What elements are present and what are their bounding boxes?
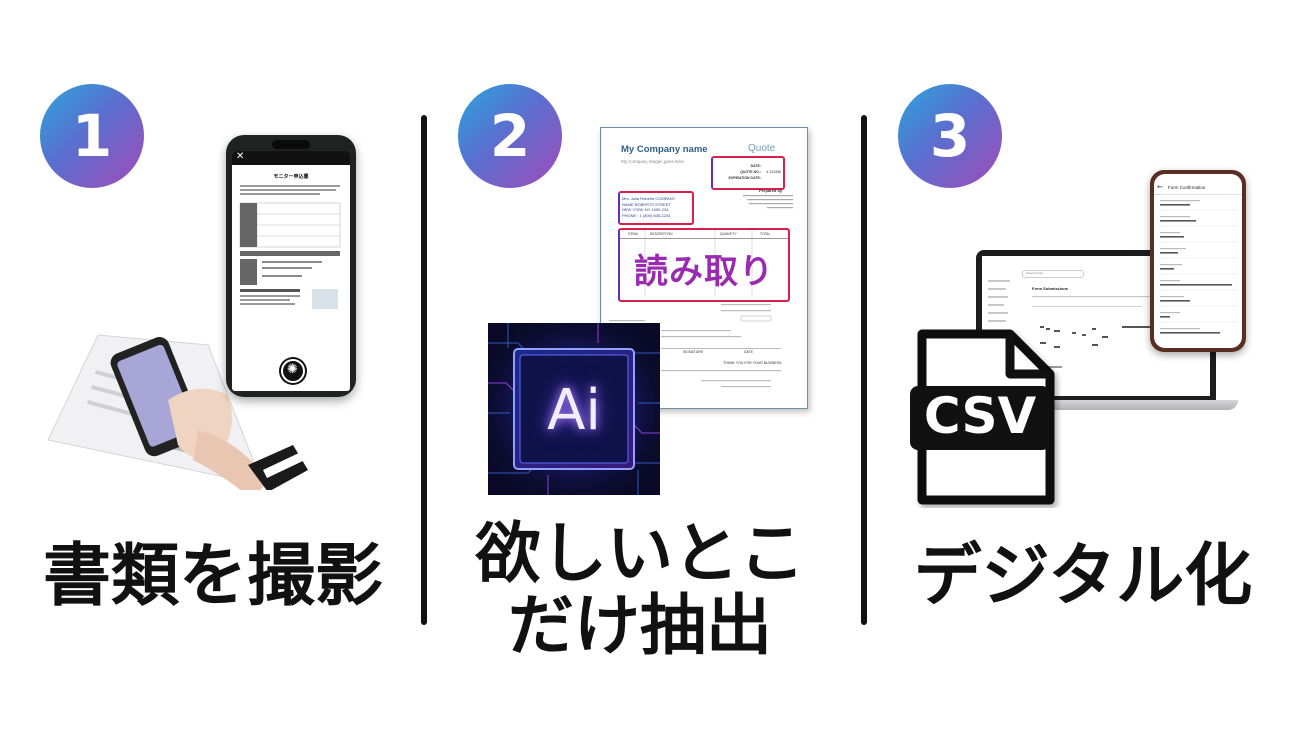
phone-notch xyxy=(272,140,310,149)
client-line-3: NEW YORK NY 1000-234 xyxy=(622,207,669,212)
client-line-4: PHONE : 1 (800) 606-1234 xyxy=(622,212,671,218)
laptop-search-input[interactable]: Search Apps xyxy=(1022,270,1084,278)
quote-footer-lines xyxy=(609,304,781,388)
step-1-caption: 書類を撮影 xyxy=(42,537,383,616)
document-body xyxy=(239,185,341,309)
expiration-label: EXPIRATION DATE: xyxy=(728,176,761,180)
step-3-caption: デジタル化 xyxy=(913,537,1253,616)
smartphone: ✕ モニター申込書 ✺ xyxy=(226,135,356,397)
mobile-form-fields xyxy=(1158,200,1238,334)
items-highlight-box: ITEM# DESCRIPTION QUANTITY TOTAL 読み取り xyxy=(618,228,790,302)
col-description: DESCRIPTION xyxy=(650,232,673,236)
col-quantity: QUANTITY xyxy=(720,232,737,236)
step-3-number: 3 xyxy=(929,102,971,170)
phone-screen: ✕ モニター申込書 ✺ xyxy=(232,151,350,391)
hand-with-phone-illustration xyxy=(48,334,308,490)
divider-left xyxy=(421,115,427,625)
csv-label: CSV xyxy=(923,387,1037,445)
camera-topbar: ✕ xyxy=(232,151,350,165)
close-icon[interactable]: ✕ xyxy=(236,151,245,162)
csv-file-icon: CSV xyxy=(906,328,1062,508)
step-2-number: 2 xyxy=(489,102,531,170)
client-line-2: NAME ROBERTS STREET xyxy=(622,201,671,207)
read-stamp-label: 読み取り xyxy=(634,252,774,292)
date-highlight-box: DATE: QUOTE NO.: # 123456 EXPIRATION DAT… xyxy=(711,156,785,190)
ai-chip-image: Ai xyxy=(488,323,660,495)
step-1-badge: 1 xyxy=(40,84,144,188)
date-label: DATE: xyxy=(750,164,761,168)
divider-right xyxy=(861,115,867,625)
ai-chip-label: Ai xyxy=(547,378,601,443)
step-2-badge: 2 xyxy=(458,84,562,188)
signature-label: SIGNATURE xyxy=(683,350,704,354)
prepared-by-label: Prepared by xyxy=(759,188,783,193)
mobile-header: ← Form Confirmation xyxy=(1154,182,1242,195)
photo-illustration: ✕ モニター申込書 ✺ xyxy=(48,130,378,490)
items-table-header: ITEM# DESCRIPTION QUANTITY TOTAL xyxy=(620,230,788,239)
aperture-icon: ✺ xyxy=(287,362,298,377)
quote-heading: Quote xyxy=(748,143,776,154)
laptop-base xyxy=(958,400,1238,410)
quote-no-value: # 123456 xyxy=(766,170,781,174)
step-1-number: 1 xyxy=(71,102,113,170)
client-highlight-box: Mrs. Julia Roberts COMPANY NAME ROBERTS … xyxy=(618,191,694,225)
mobile-phone: ← Form Confirmation xyxy=(1150,170,1246,352)
col-item: ITEM# xyxy=(628,232,638,236)
thank-you-text: THANK YOU FOR YOUR BUSINESS xyxy=(723,361,782,365)
quote-no-label: QUOTE NO.: xyxy=(740,170,761,174)
col-total: TOTAL xyxy=(760,232,771,236)
step-3-badge: 3 xyxy=(898,84,1002,188)
laptop-submissions-table xyxy=(988,280,1152,368)
client-line-1: Mrs. Julia Roberts COMPANY xyxy=(622,196,676,201)
step-2-caption-line-2: だけ抽出 xyxy=(508,587,772,664)
items-table-grid xyxy=(644,230,753,296)
laptop-search-placeholder: Search Apps xyxy=(1026,271,1044,275)
step-2-caption-line-1: 欲しいとこ xyxy=(475,515,805,592)
file-outline-icon xyxy=(910,329,1055,505)
back-arrow-icon[interactable]: ← xyxy=(1157,183,1163,191)
mobile-screen: ← Form Confirmation xyxy=(1154,174,1242,348)
quote-slogan: My Company Slogan goes here xyxy=(621,159,685,164)
quote-company-name: My Company name xyxy=(621,144,708,155)
laptop-page-heading: Form Submissions xyxy=(1032,286,1069,291)
shutter-button[interactable]: ✺ xyxy=(281,359,305,383)
mobile-form-title: Form Confirmation xyxy=(1168,185,1206,190)
document-title: モニター申込書 xyxy=(273,174,309,180)
date-footer-label: DATE xyxy=(744,350,754,354)
circuit-traces xyxy=(488,323,660,495)
prepared-by-lines xyxy=(743,195,793,209)
